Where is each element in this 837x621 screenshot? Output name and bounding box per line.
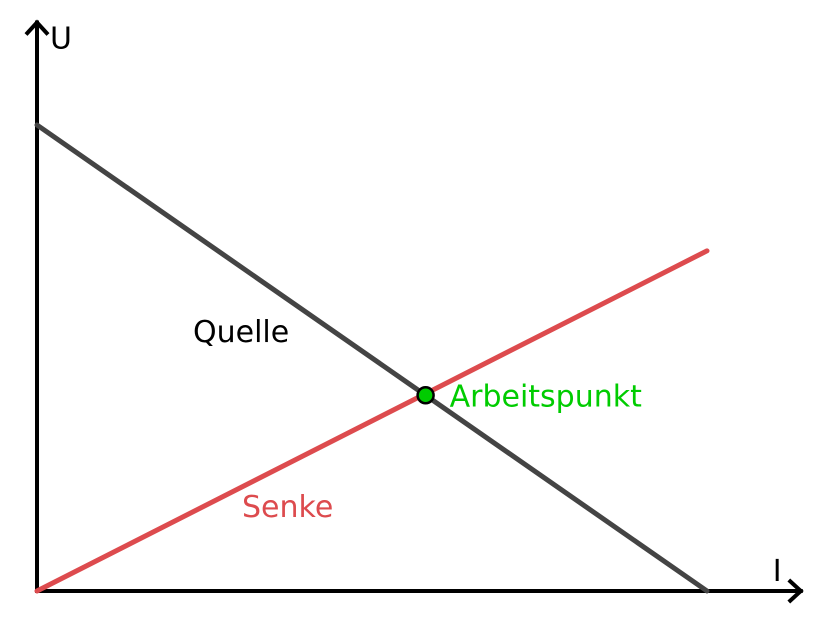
series-label-senke: Senke (242, 490, 333, 525)
operating-point-marker (416, 386, 435, 405)
y-axis-label: U (50, 21, 72, 56)
series-line-quelle (34, 122, 710, 594)
series-line-senke (34, 248, 710, 594)
series-label-quelle: Quelle (193, 315, 289, 350)
y-axis-arrowhead (24, 19, 50, 36)
x-axis-arrowhead (787, 578, 804, 604)
x-axis-label: I (773, 554, 782, 589)
operating-point-label: Arbeitspunkt (450, 379, 643, 414)
